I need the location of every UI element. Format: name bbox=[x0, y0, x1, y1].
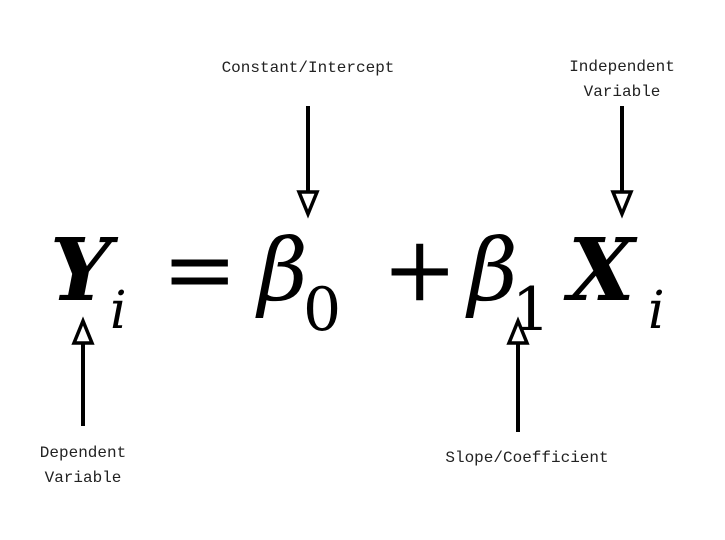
intercept-subscript: 0 bbox=[303, 275, 341, 345]
independent-variable-arrow bbox=[611, 106, 633, 216]
independent-variable-symbol: X bbox=[563, 220, 638, 321]
intercept-label: Constant/Intercept bbox=[222, 59, 395, 77]
intercept-symbol: β bbox=[255, 221, 308, 321]
dependent-variable-symbol: Y bbox=[50, 220, 119, 321]
independent-variable-label-line1: Independent bbox=[569, 58, 675, 76]
slope-arrow bbox=[507, 319, 529, 432]
independent-variable-subscript: i bbox=[648, 281, 665, 341]
intercept-arrow bbox=[297, 106, 319, 216]
dependent-variable-subscript: i bbox=[110, 281, 127, 341]
dependent-variable-label-line1: Dependent bbox=[40, 444, 126, 462]
slope-symbol: β bbox=[465, 221, 518, 321]
slope-label: Slope/Coefficient bbox=[445, 449, 608, 467]
dependent-variable-arrow bbox=[72, 319, 94, 426]
equation: Y i = β 0 + β 1 X i bbox=[50, 217, 665, 345]
equals-sign: = bbox=[162, 217, 237, 322]
independent-variable-label-line2: Variable bbox=[584, 83, 661, 101]
plus-sign: + bbox=[382, 217, 457, 322]
dependent-variable-label-line2: Variable bbox=[45, 469, 122, 487]
slope-subscript: 1 bbox=[512, 275, 550, 345]
